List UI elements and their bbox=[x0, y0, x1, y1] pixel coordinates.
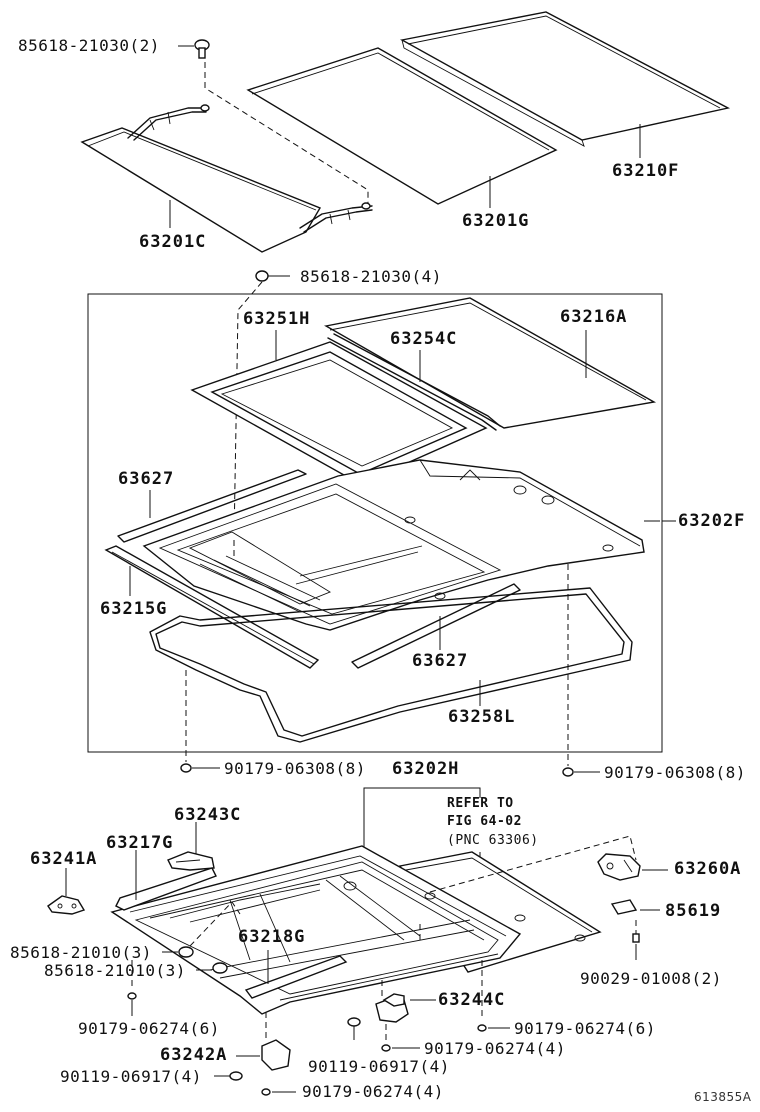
part-label-63627-upper[interactable]: 63627 bbox=[118, 469, 175, 489]
part-label-63201C[interactable]: 63201C bbox=[139, 232, 207, 252]
rail-63215G bbox=[104, 545, 320, 669]
part-label-85619[interactable]: 85619 bbox=[665, 901, 722, 921]
part-label-90179-06308-right[interactable]: 90179-06308(8) bbox=[604, 763, 746, 782]
part-label-63202F[interactable]: 63202F bbox=[678, 511, 746, 531]
part-label-63202H[interactable]: 63202H bbox=[392, 759, 460, 779]
seal-63254C bbox=[327, 333, 501, 431]
nut-90179-06274-mid bbox=[381, 1044, 420, 1052]
part-label-63242A[interactable]: 63242A bbox=[160, 1045, 228, 1065]
strip-63627-lower bbox=[351, 583, 521, 669]
part-label-90179-06274-6-right[interactable]: 90179-06274(6) bbox=[514, 1019, 656, 1038]
sunshade-63201C bbox=[80, 104, 373, 253]
bracket-63244C bbox=[375, 993, 436, 1023]
bracket-63241A bbox=[47, 895, 86, 915]
part-label-63243C[interactable]: 63243C bbox=[174, 805, 242, 825]
seal-63258L bbox=[149, 587, 633, 743]
strip-63627-upper bbox=[117, 469, 307, 543]
part-label-63627-lower[interactable]: 63627 bbox=[412, 651, 469, 671]
part-label-63241A[interactable]: 63241A bbox=[30, 849, 98, 869]
part-label-90179-06274-6-left[interactable]: 90179-06274(6) bbox=[78, 1019, 220, 1038]
part-label-63218G[interactable]: 63218G bbox=[238, 927, 306, 947]
bracket-63243C bbox=[167, 851, 215, 871]
glass-63216A bbox=[324, 297, 657, 429]
part-label-63201G[interactable]: 63201G bbox=[462, 211, 530, 231]
bolt-85618-21010-a bbox=[162, 946, 194, 958]
part-label-63260A[interactable]: 63260A bbox=[674, 859, 742, 879]
bolt-85618-21030-mid bbox=[255, 270, 290, 282]
part-label-90179-06274-4-mid[interactable]: 90179-06274(4) bbox=[424, 1039, 566, 1058]
part-label-85618-21030-4[interactable]: 85618-21030(4) bbox=[300, 267, 442, 286]
frame-63251H bbox=[190, 341, 488, 485]
housing-frame bbox=[142, 459, 645, 631]
part-label-63258L[interactable]: 63258L bbox=[448, 707, 516, 727]
nut-90179-06274-bottom bbox=[261, 1088, 296, 1096]
part-label-63217G[interactable]: 63217G bbox=[106, 833, 174, 853]
strip-63218G bbox=[244, 955, 348, 999]
roof-63210F bbox=[399, 11, 731, 147]
part-label-63216A[interactable]: 63216A bbox=[560, 307, 628, 327]
nut-90179-06308-left bbox=[180, 763, 220, 773]
refer-note-line3: (PNC 63306) bbox=[447, 833, 539, 848]
strip-63217G bbox=[115, 867, 217, 911]
part-label-90119-06917-4-mid[interactable]: 90119-06917(4) bbox=[308, 1057, 450, 1076]
part-label-63215G[interactable]: 63215G bbox=[100, 599, 168, 619]
part-label-90179-06308-left[interactable]: 90179-06308(8) bbox=[224, 759, 366, 778]
nut-90179-06274-left bbox=[127, 960, 137, 1016]
part-label-90119-06917-4-left[interactable]: 90119-06917(4) bbox=[60, 1067, 202, 1086]
part-label-85618-21010-b[interactable]: 85618-21010(3) bbox=[44, 961, 186, 980]
bracket-63242A bbox=[236, 1012, 291, 1071]
screw-90029-01008 bbox=[632, 920, 640, 960]
bolt-85618-21030-top bbox=[178, 39, 210, 59]
panel-63201G bbox=[246, 47, 558, 205]
part-label-63254C[interactable]: 63254C bbox=[390, 329, 458, 349]
bolt-90119-06917-mid bbox=[347, 1017, 361, 1040]
part-label-85618-21010-a[interactable]: 85618-21010(3) bbox=[10, 943, 152, 962]
refer-note-line1: REFER TO bbox=[447, 796, 514, 811]
part-label-85618-21030-2[interactable]: 85618-21030(2) bbox=[18, 36, 160, 55]
diagram-id: 613855A bbox=[694, 1090, 752, 1104]
refer-note-line2: FIG 64-02 bbox=[447, 814, 522, 829]
part-label-63251H[interactable]: 63251H bbox=[243, 309, 311, 329]
bolt-85618-21010-b bbox=[196, 962, 228, 974]
label-plate-85619 bbox=[610, 899, 660, 915]
bolt-90119-06917-left bbox=[214, 1071, 243, 1081]
nut-90179-06274-right bbox=[477, 960, 510, 1032]
part-label-63244C[interactable]: 63244C bbox=[438, 990, 506, 1010]
part-label-90179-06274-4-bottom[interactable]: 90179-06274(4) bbox=[302, 1082, 444, 1101]
nut-90179-06308-right bbox=[562, 767, 600, 777]
motor-63260A bbox=[597, 853, 668, 881]
sunroof-frame-63202H bbox=[110, 845, 586, 1015]
part-label-63210F[interactable]: 63210F bbox=[612, 161, 680, 181]
part-label-90029-01008[interactable]: 90029-01008(2) bbox=[580, 969, 722, 988]
assembly-63202F-box bbox=[87, 293, 663, 753]
